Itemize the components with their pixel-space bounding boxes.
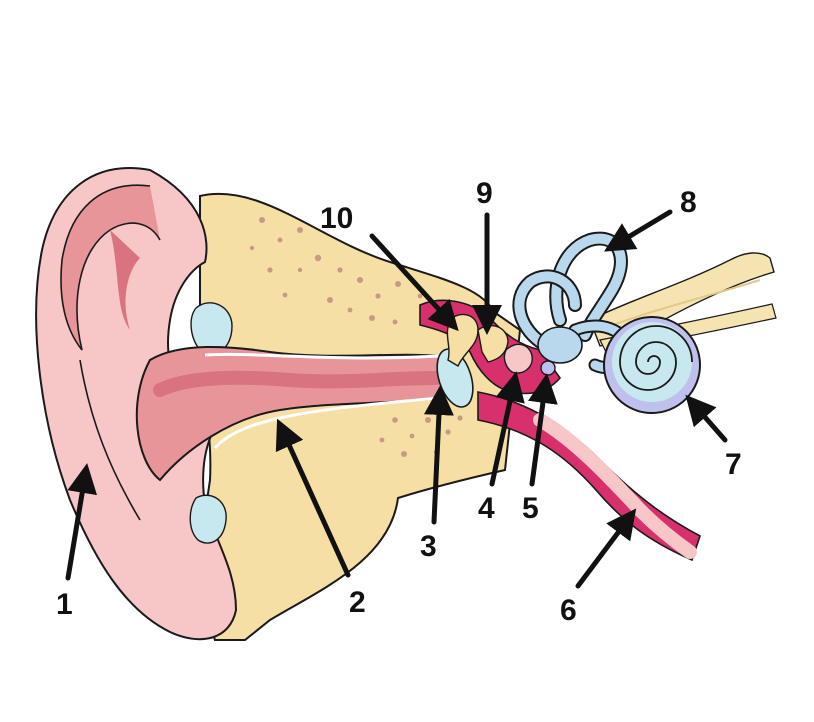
label-10: 10 [320,202,353,235]
arrow-10 [369,233,459,332]
label-8: 8 [680,186,697,219]
arrow-8 [603,209,673,252]
label-9: 9 [476,177,493,210]
eustachian-tube [477,391,701,562]
label-3: 3 [420,530,437,563]
label-4: 4 [478,492,495,525]
arrow-6 [575,508,637,589]
arrow-2 [275,418,351,578]
label-6: 6 [560,594,577,627]
label-numbers: 1 2 3 4 5 6 7 8 9 10 [56,177,742,627]
callouts [65,209,728,589]
arrow-3 [423,385,454,525]
arrow-7 [685,394,728,443]
outer-ear-pinna [35,167,238,641]
label-5: 5 [522,492,539,525]
cochlea [603,316,701,414]
arrow-5 [528,373,558,487]
label-1: 1 [56,588,73,621]
arrow-4 [489,371,525,487]
ear-canal [135,345,446,482]
arrow-1 [65,463,98,581]
label-2: 2 [349,586,366,619]
label-7: 7 [725,448,742,481]
